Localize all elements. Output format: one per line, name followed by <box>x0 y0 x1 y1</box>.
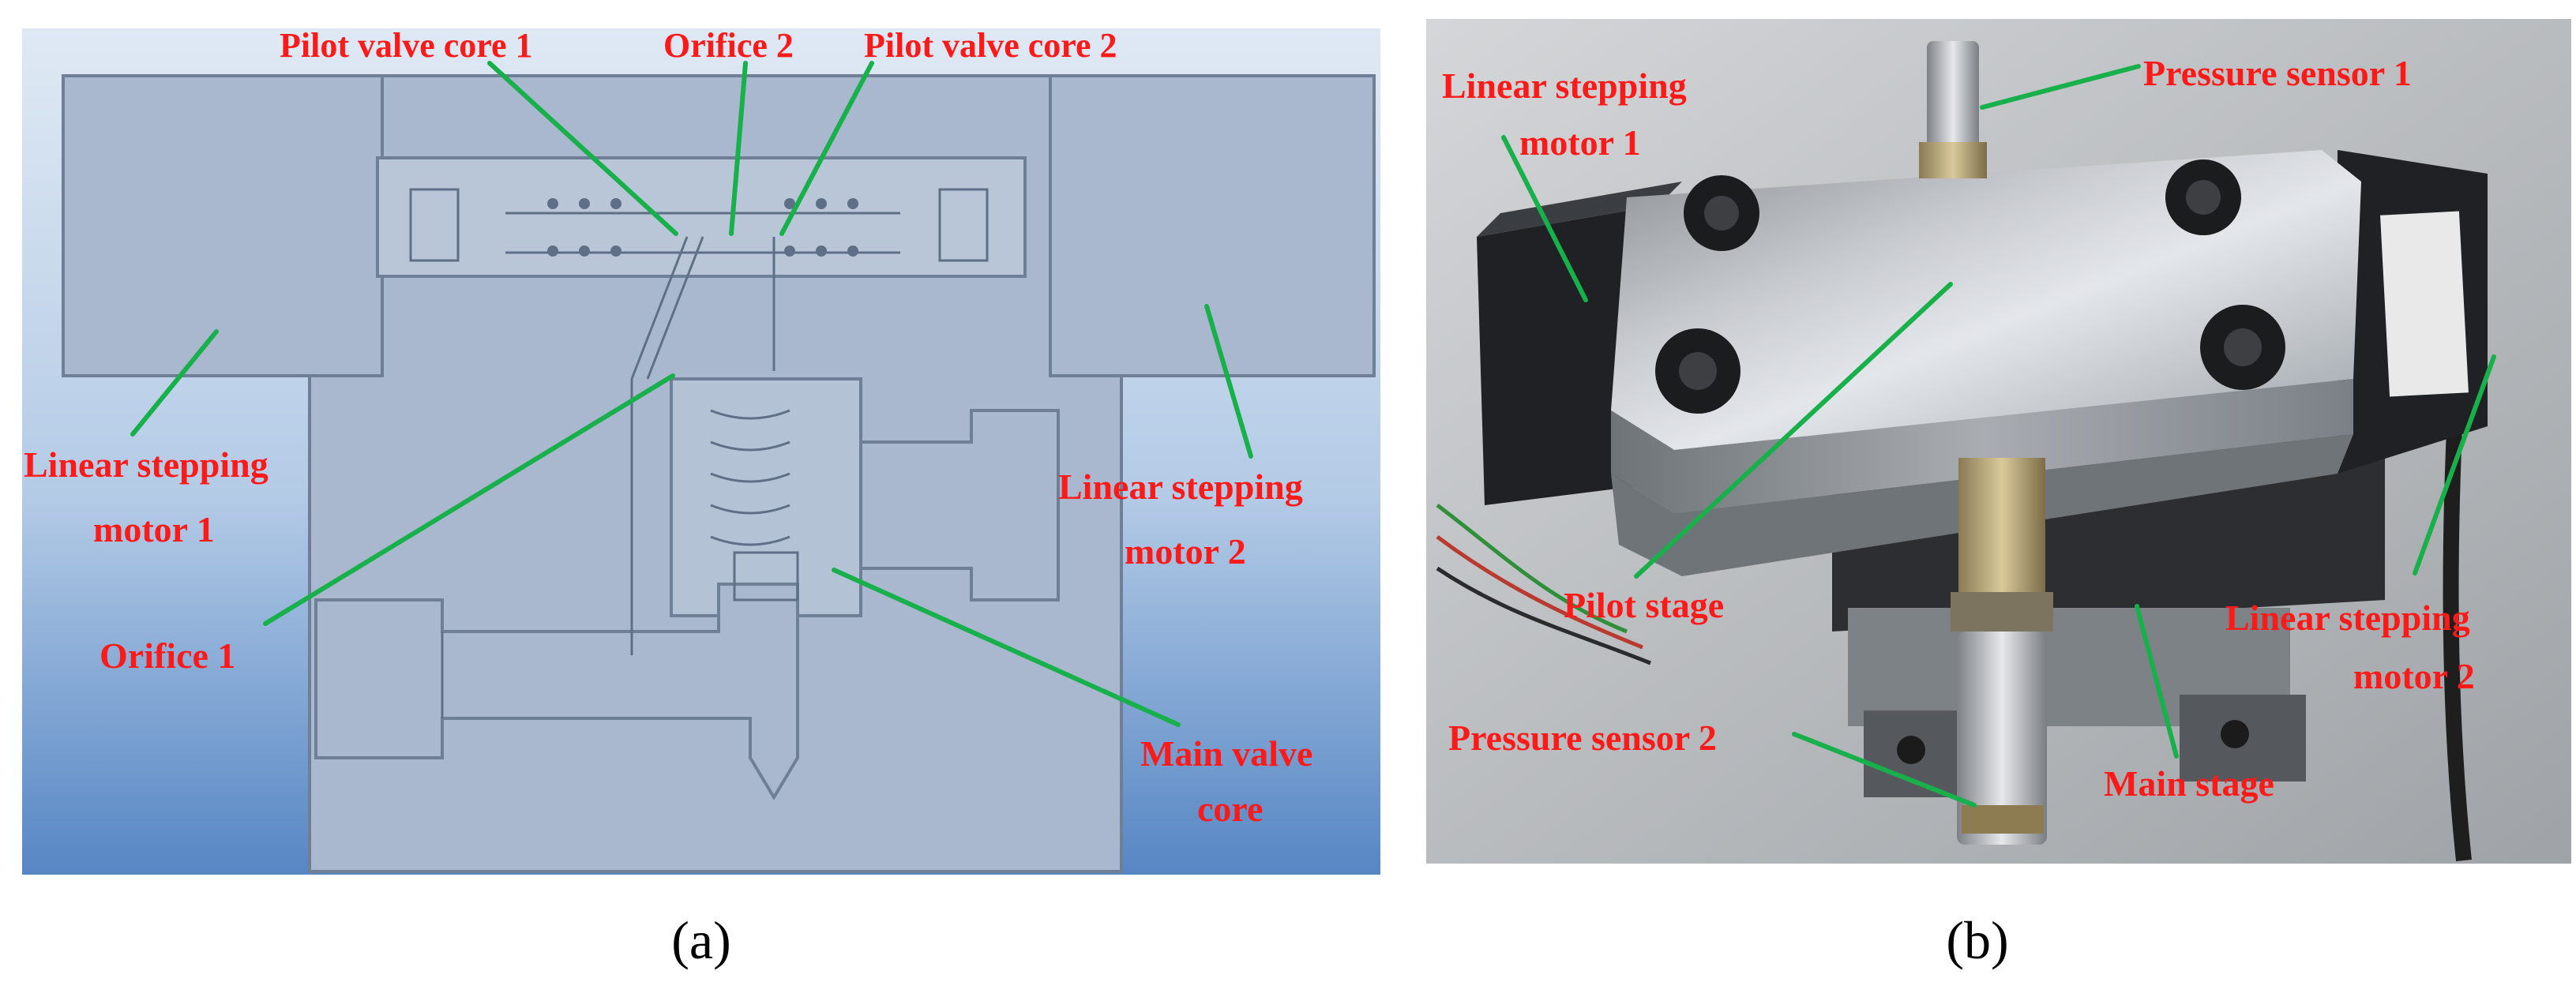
label-pressure-sensor-1: Pressure sensor 1 <box>2143 53 2412 93</box>
label-pressure-sensor-2: Pressure sensor 2 <box>1448 718 1717 758</box>
stepper-motor-2 <box>2338 150 2488 474</box>
label-linear-stepping-motor-2-b-line1: Linear stepping <box>2225 598 2470 638</box>
label-pilot-valve-core-2: Pilot valve core 2 <box>864 26 1117 65</box>
label-linear-stepping-motor-1-a-line2: motor 1 <box>93 509 215 549</box>
label-main-valve-core-line1: Main valve <box>1140 733 1312 774</box>
caption-b: (b) <box>1946 910 2008 970</box>
leader-pressure-sensor-1 <box>1980 64 2141 110</box>
panel-b-photo: Linear stepping motor 1 Pressure sensor … <box>1426 19 2571 970</box>
label-orifice-2: Orifice 2 <box>663 26 794 65</box>
label-pilot-valve-core-1: Pilot valve core 1 <box>280 26 533 65</box>
leader-pilot-stage <box>1634 282 1953 579</box>
label-linear-stepping-motor-1-b-line1: Linear stepping <box>1442 66 1687 106</box>
label-linear-stepping-motor-2-a-line2: motor 2 <box>1125 531 1246 572</box>
leader-orifice-1 <box>263 373 675 626</box>
leader-linear-stepping-motor-1-b <box>1501 135 1588 302</box>
label-main-stage: Main stage <box>2104 763 2274 804</box>
label-linear-stepping-motor-2-a-line1: Linear stepping <box>1058 467 1303 507</box>
pressure-sensor-1 <box>1919 41 1987 178</box>
cad-details <box>409 188 989 718</box>
leader-linear-stepping-motor-2-a <box>1204 304 1253 459</box>
label-orifice-1: Orifice 1 <box>100 635 235 676</box>
label-main-valve-core-line2: core <box>1197 789 1263 829</box>
label-pilot-stage: Pilot stage <box>1564 585 1724 625</box>
cad-ball-marks <box>547 198 858 257</box>
leader-main-stage <box>2135 604 2179 759</box>
leader-pilot-valve-core-1 <box>487 61 678 236</box>
cad-body <box>62 74 1376 873</box>
leader-main-valve-core <box>832 568 1181 727</box>
leader-linear-stepping-motor-2-b <box>2413 354 2496 575</box>
pressure-sensor-2 <box>1951 458 2053 845</box>
label-linear-stepping-motor-1-a-line1: Linear stepping <box>24 444 268 485</box>
wires <box>1436 394 2472 862</box>
label-linear-stepping-motor-2-b-line2: motor 2 <box>2353 656 2475 696</box>
label-linear-stepping-motor-1-b-line2: motor 1 <box>1519 122 1641 163</box>
leader-pilot-valve-core-2 <box>779 61 874 236</box>
leader-orifice-2 <box>729 61 748 236</box>
leader-linear-stepping-motor-1-a <box>130 329 219 437</box>
panel-a-cad-section: Pilot valve core 1 Orifice 2 Pilot valve… <box>22 26 1380 970</box>
leader-pressure-sensor-2 <box>1792 732 1977 808</box>
caption-a: (a) <box>671 910 730 970</box>
